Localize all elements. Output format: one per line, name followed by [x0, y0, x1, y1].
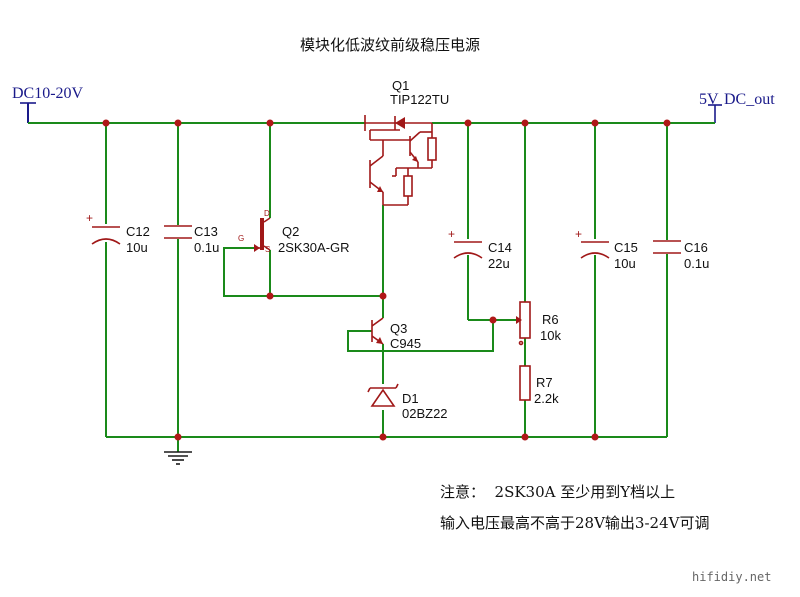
junction-dots [102, 119, 671, 441]
svg-text:Q1: Q1 [392, 78, 409, 93]
svg-text:C16: C16 [684, 240, 708, 255]
svg-text:02BZ22: 02BZ22 [402, 406, 448, 421]
svg-text:Q2: Q2 [282, 224, 299, 239]
svg-text:10u: 10u [614, 256, 636, 271]
capacitor-c15: + C15 10u [575, 227, 638, 271]
svg-text:22u: 22u [488, 256, 510, 271]
zener-d1: D1 02BZ22 [367, 383, 448, 421]
jfet-q2: D G S Q2 2SK30A-GR [238, 209, 350, 255]
darlington-q1: Q1 TIP122TU [364, 78, 449, 206]
svg-text:10k: 10k [540, 328, 561, 343]
svg-text:S: S [265, 245, 270, 254]
output-net-text: DC_out [724, 91, 775, 108]
svg-text:+: + [575, 227, 582, 241]
watermark: hifidiy.net [692, 570, 771, 584]
svg-text:G: G [238, 234, 244, 243]
svg-text:+: + [448, 227, 455, 241]
resistor-r7: R7 2.2k [519, 365, 559, 406]
output-voltage-text: 5V [699, 91, 719, 108]
svg-text:D1: D1 [402, 391, 419, 406]
ground-icon [164, 451, 192, 465]
note-line-2: 输入电压最高不高于28V输出3-24V可调 [440, 514, 709, 532]
output-net-label: 5V DC_out [699, 91, 775, 123]
svg-text:2.2k: 2.2k [534, 391, 559, 406]
wires [28, 122, 715, 452]
svg-text:C945: C945 [390, 336, 421, 351]
svg-text:C15: C15 [614, 240, 638, 255]
svg-text:0.1u: 0.1u [194, 240, 219, 255]
page-title: 模块化低波纹前级稳压电源 [300, 36, 480, 54]
svg-text:2SK30A-GR: 2SK30A-GR [278, 240, 350, 255]
capacitor-c13: C13 0.1u [164, 224, 219, 255]
input-net-text: DC10-20V [12, 85, 84, 102]
input-net-label: DC10-20V [12, 85, 84, 123]
svg-text:R6: R6 [542, 312, 559, 327]
svg-text:10u: 10u [126, 240, 148, 255]
svg-text:R7: R7 [536, 375, 553, 390]
svg-text:C14: C14 [488, 240, 512, 255]
svg-text:C12: C12 [126, 224, 150, 239]
capacitor-c14: + C14 22u [448, 227, 512, 271]
svg-text:TIP122TU: TIP122TU [390, 92, 449, 107]
potentiometer-r6: R6 10k [516, 301, 561, 346]
npn-q3: Q3 C945 [371, 317, 421, 351]
svg-text:Q3: Q3 [390, 321, 407, 336]
note-line-1: 注意： 2SK30A 至少用到Y档以上 [440, 483, 675, 501]
svg-text:D: D [264, 209, 270, 218]
capacitor-c16: C16 0.1u [653, 240, 709, 271]
capacitor-c12: + C12 10u [86, 211, 150, 255]
svg-text:+: + [86, 211, 93, 225]
svg-text:0.1u: 0.1u [684, 256, 709, 271]
svg-text:C13: C13 [194, 224, 218, 239]
